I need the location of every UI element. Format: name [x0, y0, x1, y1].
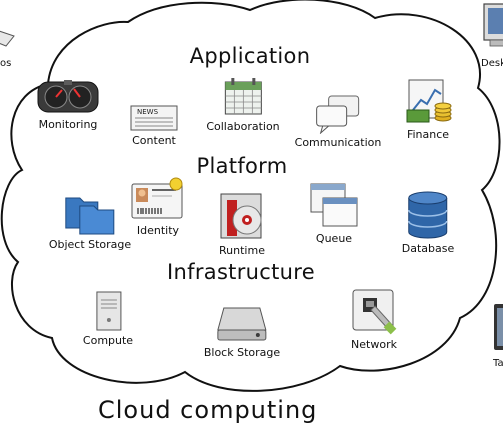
database-node: Database: [401, 190, 455, 255]
svg-text:NEWS: NEWS: [137, 108, 159, 116]
runtime-label: Runtime: [219, 244, 265, 257]
object-storage-label: Object Storage: [48, 238, 132, 251]
content-node: NEWS Content: [129, 104, 179, 147]
queue-node: Queue: [307, 182, 361, 245]
compute-label: Compute: [82, 334, 134, 347]
chat-bubbles-icon: [316, 95, 360, 134]
calendar-icon: [224, 78, 262, 115]
monitoring-node: Monitoring: [36, 76, 100, 131]
block-storage-node: Block Storage: [204, 304, 280, 359]
ethernet-port-icon: [352, 289, 397, 335]
database-icon: [408, 191, 448, 239]
windows-icon: [310, 183, 358, 227]
left-partial-icon: [0, 30, 15, 47]
disc-box-icon: [220, 193, 262, 239]
finance-node: Finance: [403, 76, 453, 141]
monitoring-label: Monitoring: [38, 118, 98, 131]
desktop-partial-icon: [483, 3, 503, 47]
identity-label: Identity: [136, 224, 180, 237]
tablet-partial-label: Ta: [493, 358, 503, 369]
platform-title: Platform: [196, 154, 288, 178]
network-node: Network: [349, 288, 399, 351]
runtime-node: Runtime: [217, 190, 267, 257]
desktop-partial-label: Desk: [481, 58, 503, 69]
identity-node: Identity: [130, 176, 186, 237]
collaboration-label: Collaboration: [206, 120, 280, 133]
queue-label: Queue: [315, 232, 353, 245]
compute-node: Compute: [83, 290, 133, 347]
collaboration-node: Collaboration: [206, 76, 280, 133]
diagram-caption: Cloud computing: [98, 396, 318, 424]
folders-icon: [65, 197, 115, 235]
chart-coins-icon: [406, 79, 452, 123]
finance-label: Finance: [406, 128, 450, 141]
gauge-icon: [37, 80, 99, 113]
application-title: Application: [189, 44, 311, 68]
server-icon: [96, 291, 122, 331]
tablet-partial-icon: [494, 304, 503, 350]
network-label: Network: [351, 338, 397, 351]
communication-label: Communication: [294, 136, 382, 149]
hard-drive-icon: [217, 307, 267, 341]
left-partial-label: os: [0, 58, 12, 69]
block-storage-label: Block Storage: [203, 346, 281, 359]
newspaper-icon: NEWS: [130, 105, 178, 131]
content-label: Content: [132, 134, 176, 147]
id-card-icon: [131, 177, 183, 219]
infrastructure-title: Infrastructure: [167, 260, 315, 284]
object-storage-node: Object Storage: [49, 190, 131, 251]
database-label: Database: [401, 242, 455, 255]
communication-node: Communication: [294, 94, 382, 149]
